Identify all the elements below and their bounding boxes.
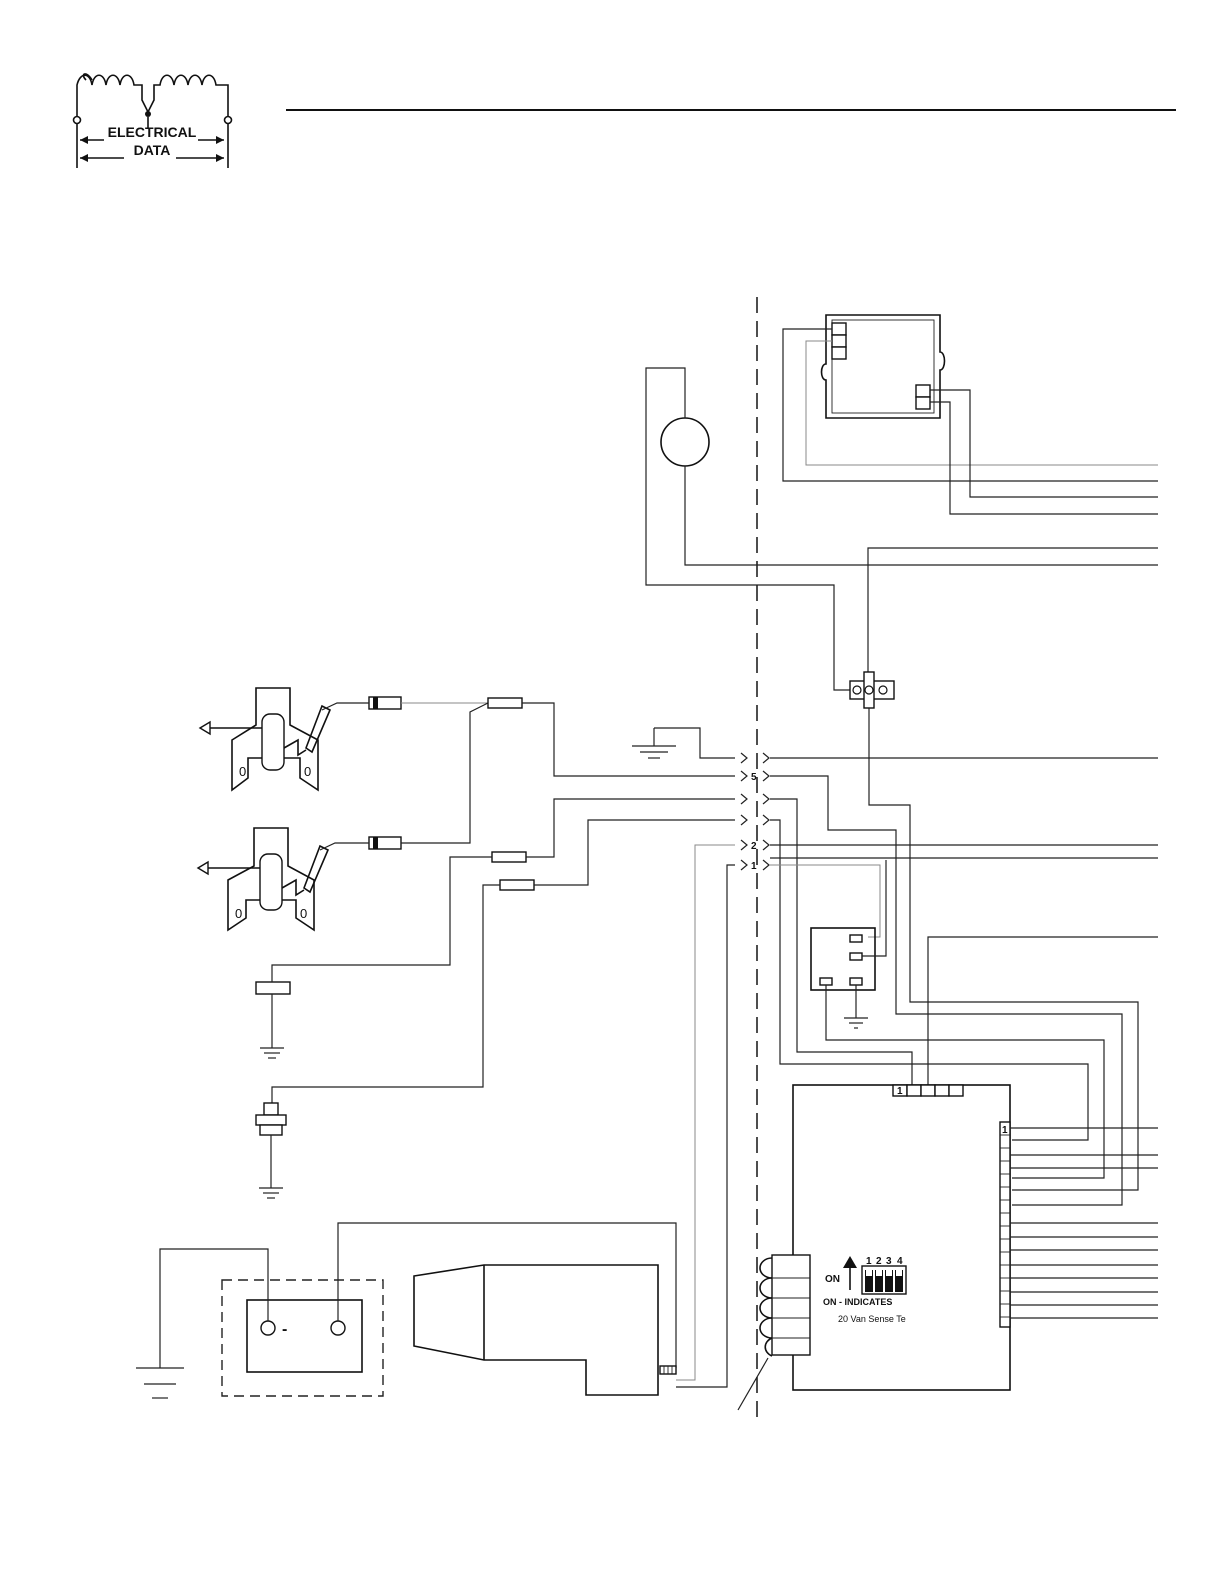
switch-mark-a: 0 (239, 764, 246, 779)
fuse-1 (488, 698, 522, 708)
dip-number-1: 1 (866, 1256, 872, 1267)
battery-enclosure (222, 1280, 383, 1396)
sensor-block (256, 982, 290, 1058)
dip-number-4: 4 (897, 1256, 903, 1267)
connector-pin-5-label: 5 (751, 772, 757, 783)
switch-mark-d: 0 (300, 906, 307, 921)
dip-number-3: 3 (886, 1256, 892, 1267)
side-header: 1 (1000, 1122, 1010, 1327)
harness-connector: 5 2 1 (741, 753, 769, 872)
battery-minus-label: - (282, 1321, 287, 1338)
dip-number-2: 2 (876, 1256, 882, 1267)
on-indicates-label: ON - INDICATES (823, 1297, 892, 1307)
board-cut-text: 20 Van Sense Te (838, 1314, 906, 1324)
switch-mark-c: 0 (235, 906, 242, 921)
limit-switch-lower: 0 0 (198, 828, 328, 930)
battery: - (247, 1300, 362, 1372)
pressure-switch (256, 1103, 286, 1198)
relay (811, 928, 875, 990)
side-header-pin-1: 1 (1002, 1125, 1008, 1136)
diode-upper (369, 697, 401, 709)
connector-pin-2-label: 2 (751, 841, 757, 852)
dip-on-label: ON (825, 1274, 840, 1285)
board-left-connector (760, 1255, 810, 1356)
motor-symbol (646, 368, 1158, 690)
fuse-3 (500, 880, 534, 890)
switch-mark-b: 0 (304, 764, 311, 779)
control-board: 1 1 ON (738, 1085, 1010, 1410)
logo-title-line1: ELECTRICAL (108, 124, 197, 140)
starter-motor (414, 1265, 676, 1395)
ignition-module (822, 315, 945, 418)
fuse-2 (492, 852, 526, 862)
terminal-block (850, 672, 894, 708)
electrical-data-logo: ELECTRICAL DATA (74, 74, 232, 168)
limit-switch-upper: 0 0 (200, 688, 330, 790)
logo-title-line2: DATA (134, 142, 171, 158)
top-header-pin-1: 1 (897, 1086, 903, 1097)
connector-pin-1-label: 1 (751, 861, 757, 872)
ground-symbol-top (632, 728, 735, 758)
diode-lower (369, 837, 401, 849)
